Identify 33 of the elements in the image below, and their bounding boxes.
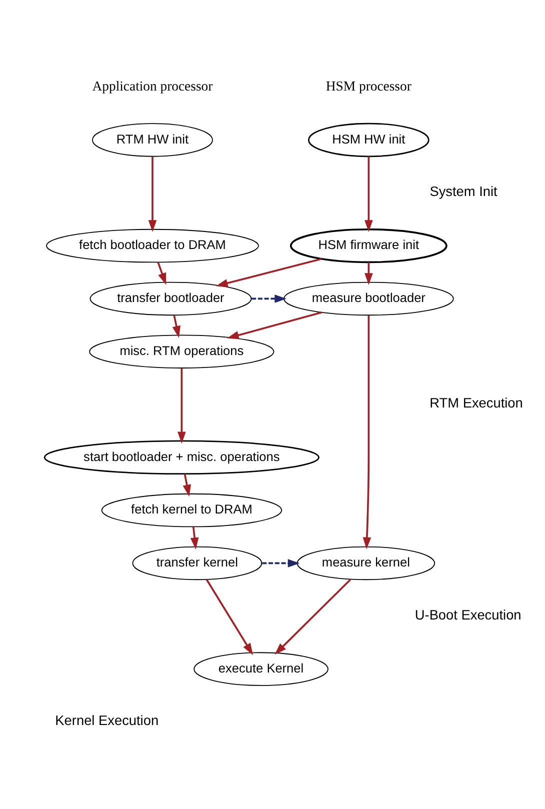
arrow	[190, 526, 199, 550]
label: U-Boot Execution	[414, 607, 522, 622]
arrow	[226, 312, 322, 340]
label: Application processor	[92, 78, 213, 94]
arrow	[252, 294, 287, 303]
node-ellipse: transfer bootloader	[90, 282, 252, 316]
arrow	[157, 262, 166, 285]
arrow	[172, 315, 180, 338]
arrow	[364, 156, 373, 232]
label: System Init	[430, 184, 498, 200]
node-ellipse: start bootloader + misc. operations	[44, 440, 320, 474]
arrow	[362, 315, 372, 550]
arrow	[206, 579, 254, 656]
node-ellipse: RTM HW init	[92, 123, 213, 157]
label: Kernel Execution	[55, 713, 159, 728]
arrow	[274, 578, 352, 655]
arrow	[182, 474, 191, 497]
arrow	[364, 262, 373, 286]
node-ellipse: execute Kernel	[194, 652, 328, 686]
arrow	[262, 559, 300, 568]
label: RTM Execution	[430, 396, 523, 411]
node-ellipse: measure bootloader	[284, 282, 454, 316]
node-ellipse: transfer kernel	[132, 546, 262, 580]
arrow	[216, 258, 322, 288]
arrow	[148, 156, 157, 232]
node-ellipse: fetch bootloader to DRAM	[46, 228, 259, 263]
node-ellipse: measure kernel	[296, 546, 436, 580]
node-ellipse: HSM HW init	[308, 122, 430, 158]
node-ellipse: fetch kernel to DRAM	[101, 493, 282, 528]
node-ellipse: HSM firmware init	[290, 228, 448, 264]
node-ellipse: misc. RTM operations	[89, 334, 274, 368]
label: HSM processor	[326, 78, 412, 94]
arrow	[178, 368, 186, 444]
